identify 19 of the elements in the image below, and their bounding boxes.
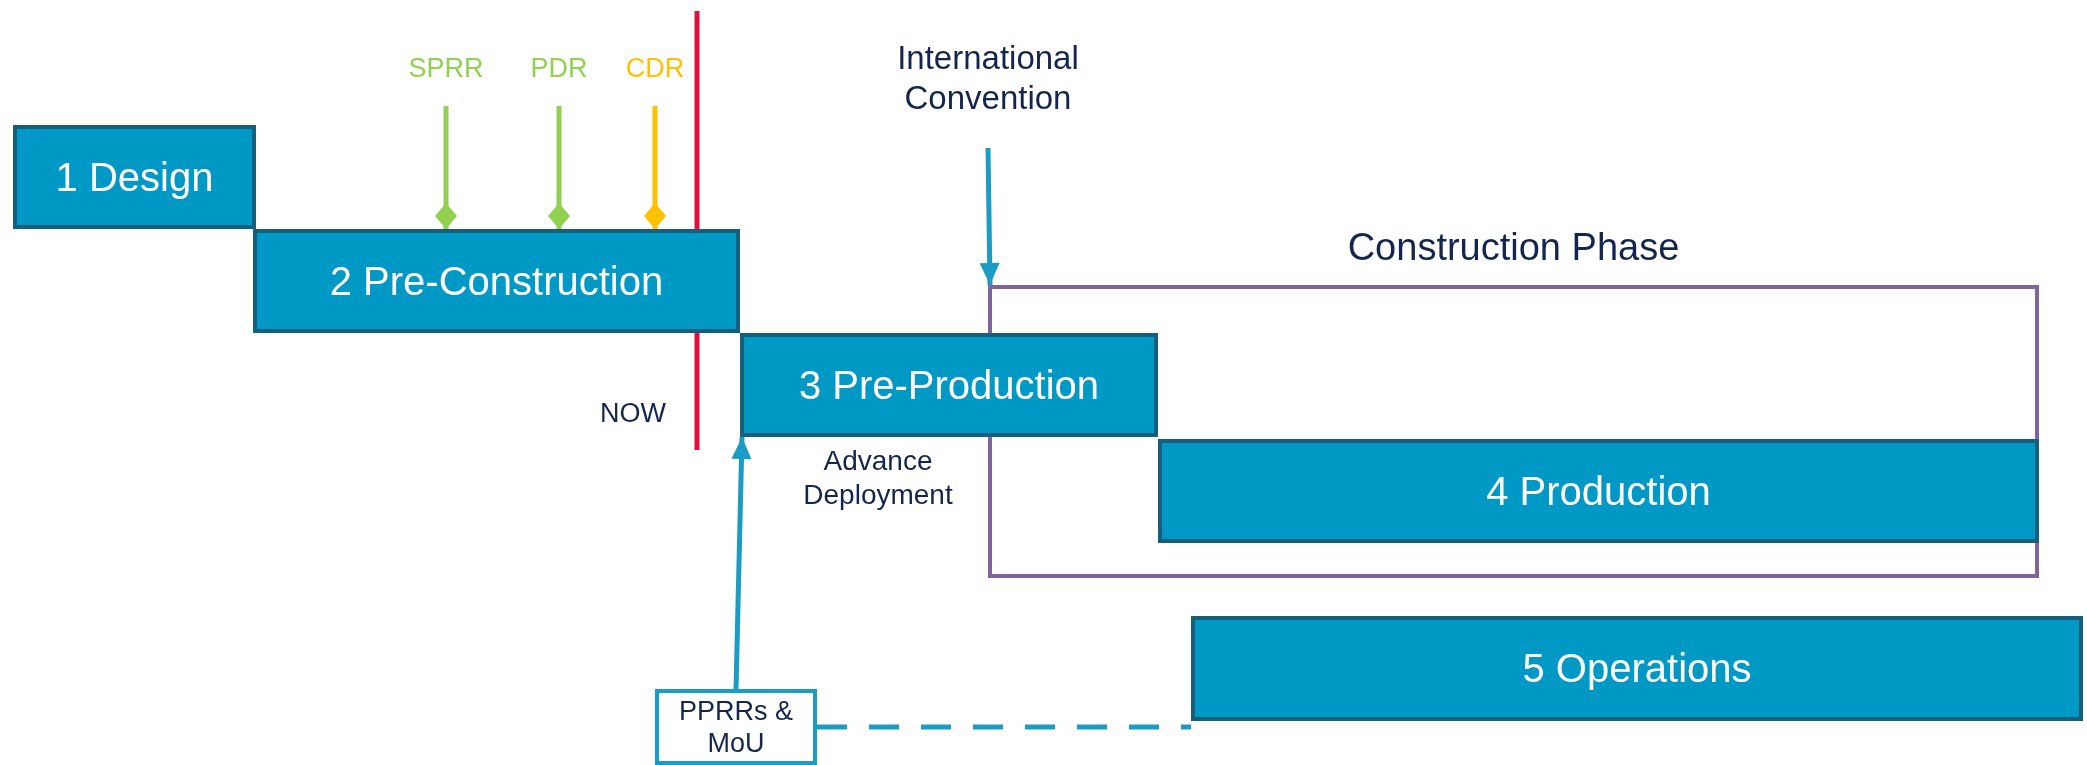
milestone-marker xyxy=(548,106,570,229)
milestone-marker xyxy=(435,106,457,229)
phase-bar: 1 Design xyxy=(13,125,256,229)
milestone-marker xyxy=(644,106,666,229)
connector-line xyxy=(817,724,1191,730)
milestone-label: SPRR xyxy=(396,52,496,92)
phase-bar: 4 Production xyxy=(1158,439,2039,543)
arrow xyxy=(979,147,1000,286)
event-label: International Convention xyxy=(838,38,1138,134)
agreement-box: PPRRs & MoU xyxy=(655,689,817,765)
status-label: NOW xyxy=(600,398,666,429)
phase-bar: 2 Pre-Construction xyxy=(253,229,740,333)
phase-bar: 5 Operations xyxy=(1191,616,2083,721)
phase-bar: 3 Pre-Production xyxy=(740,333,1158,437)
milestone-label: CDR xyxy=(610,52,700,92)
phase-heading: Construction Phase xyxy=(1346,225,1681,270)
arrow xyxy=(731,436,752,690)
phase-note: Advance Deployment xyxy=(802,444,954,512)
milestone-label: PDR xyxy=(514,52,604,92)
